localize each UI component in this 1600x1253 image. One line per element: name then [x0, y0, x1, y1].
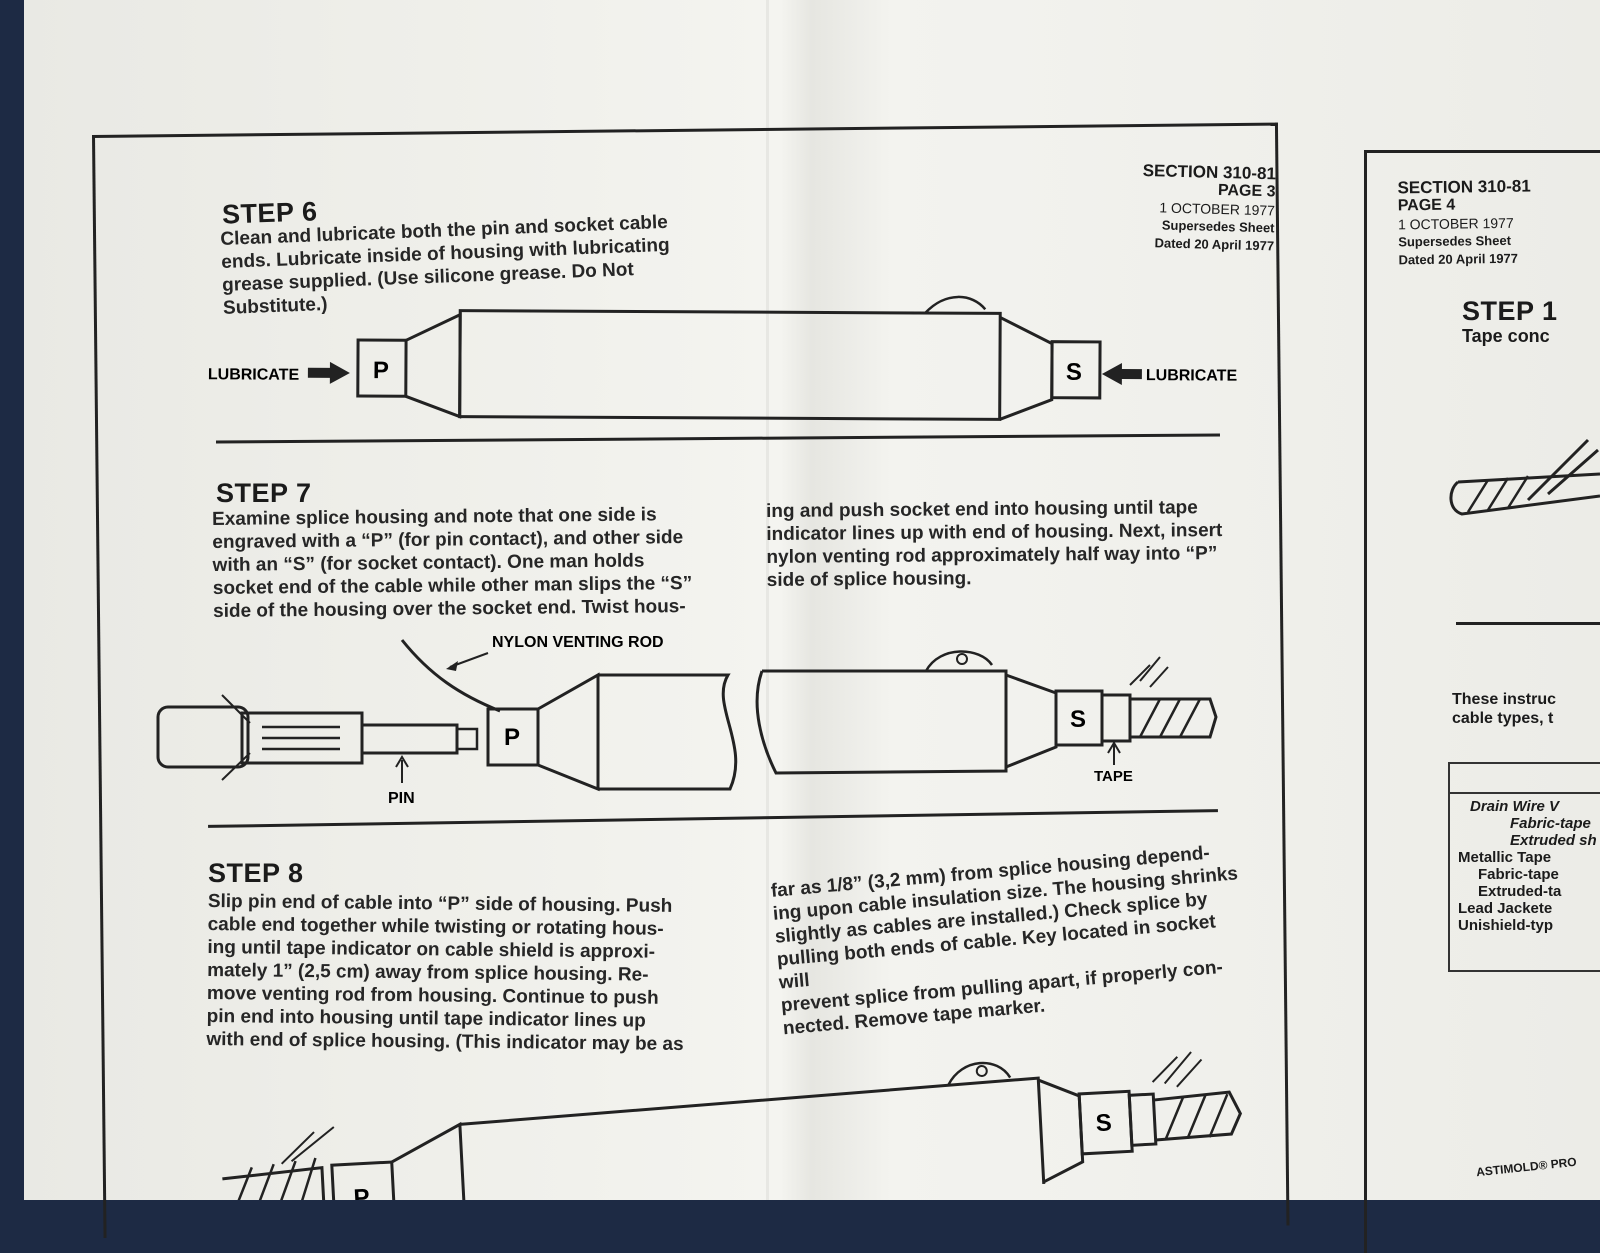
pin-cable — [222, 1166, 327, 1200]
step-7-title: STEP 7 — [216, 478, 312, 508]
step-8-diagram: P S — [222, 1051, 1243, 1200]
housing-left-half — [598, 673, 738, 791]
lubricate-right-label: LUBRICATE — [1146, 367, 1238, 384]
splice-housing — [458, 309, 1002, 421]
page-4-diagram — [1449, 438, 1600, 516]
housing-taper-right — [999, 316, 1054, 421]
page-4-border — [1364, 150, 1600, 1253]
venting-rod — [400, 639, 501, 713]
table-row: Extruded sh — [1510, 832, 1597, 849]
pin-letter: P — [373, 357, 389, 384]
table-row: Extruded-ta — [1478, 883, 1562, 900]
venting-rod-label: NYLON VENTING ROD — [492, 634, 664, 651]
housing-taper-left — [405, 312, 462, 419]
table-row: Drain Wire V — [1470, 798, 1560, 815]
supersedes-date-2: Dated 20 April 1977 — [1398, 250, 1519, 268]
step-6-diagram: LUBRICATE P S LUBRICATE — [208, 295, 1238, 421]
tape-band — [1127, 1092, 1158, 1147]
table-header — [1450, 764, 1600, 794]
step-8-title: STEP 8 — [208, 858, 304, 888]
table-row: Unishield-typ — [1458, 917, 1554, 934]
document-sheet — [24, 0, 1600, 1200]
step-text-page-4: Tape conc — [1462, 326, 1550, 346]
lubricate-left-label: LUBRICATE — [208, 366, 300, 383]
arrow-right-icon — [307, 361, 350, 384]
socket-letter: S — [1066, 359, 1082, 386]
p-letter: P — [504, 724, 520, 751]
housing-right-half — [755, 669, 1008, 775]
step-title-page-4: STEP 1 — [1462, 296, 1558, 326]
pin-cap — [356, 338, 408, 398]
page-4-header: SECTION 310-81 PAGE 4 1 OCTOBER 1977 Sup… — [1397, 177, 1598, 270]
table-row: Metallic Tape — [1458, 849, 1552, 866]
page-3-header: SECTION 310-81 PAGE 3 1 OCTOBER 1977 Sup… — [1089, 161, 1276, 256]
step-7-diagram: NYLON VENTING ROD PIN P S TAPE — [156, 634, 1218, 807]
socket-cap — [1050, 340, 1102, 400]
p-letter: P — [353, 1184, 370, 1200]
step-7-text-left: Examine splice housing and note that one… — [212, 504, 693, 622]
table-row: Lead Jackete — [1458, 900, 1553, 917]
pin-shaft — [360, 723, 459, 755]
housing-key — [924, 295, 987, 314]
s-letter: S — [1070, 706, 1086, 733]
table-body: Drain Wire V Fabric-tape Extruded sh Met… — [1450, 794, 1600, 934]
p-end-cap — [486, 707, 540, 767]
tape-band — [1100, 693, 1132, 743]
socket-cable — [1130, 697, 1218, 739]
table-row: Fabric-tape — [1510, 815, 1591, 832]
table-row: Fabric-tape — [1478, 866, 1559, 883]
pin-label: PIN — [388, 790, 415, 807]
step-7-text-right: ing and push socket end into housing unt… — [766, 497, 1223, 591]
s-letter: S — [1095, 1109, 1112, 1137]
page-4-divider — [1456, 622, 1600, 625]
arrow-left-icon — [1101, 363, 1142, 386]
pin-cable — [156, 705, 250, 769]
page-4-note: These instruc cable types, t — [1452, 691, 1557, 727]
paper-fold — [766, 0, 769, 1200]
step-8-text-left: Slip pin end of cable into “P” side of h… — [206, 890, 684, 1055]
tape-label: TAPE — [1094, 768, 1133, 785]
cable-types-table: Drain Wire V Fabric-tape Extruded sh Met… — [1448, 762, 1600, 972]
splice-housing — [459, 1076, 1046, 1185]
socket-cable — [1153, 1090, 1243, 1142]
p-end-cap — [330, 1160, 397, 1200]
pointer-arrow-icon — [446, 661, 458, 671]
